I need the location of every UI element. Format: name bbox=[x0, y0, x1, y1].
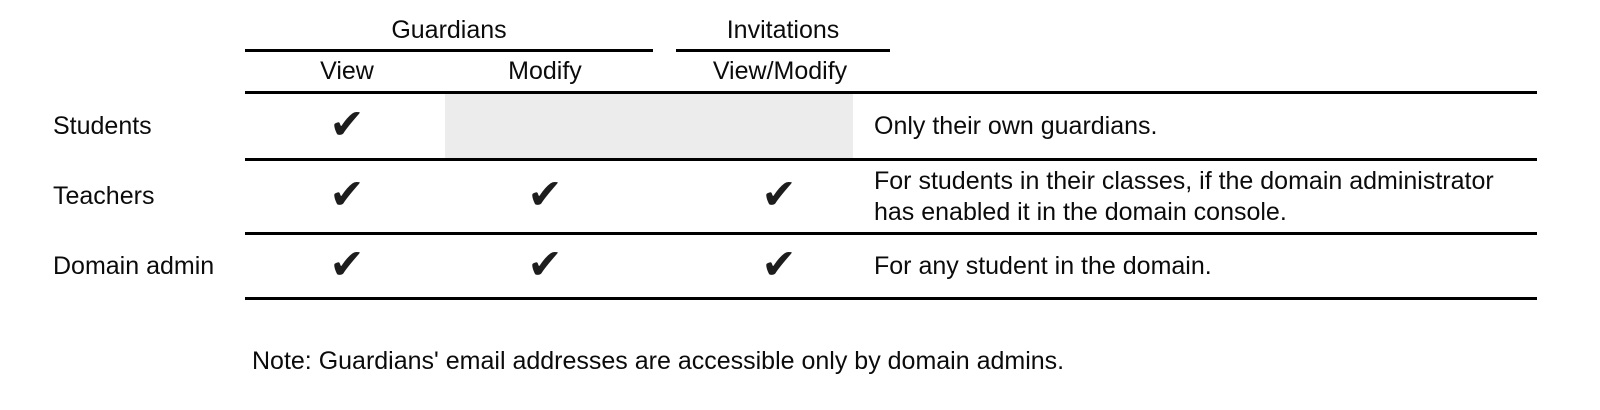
column-header-view-modify: View/Modify bbox=[712, 57, 848, 85]
row-note: For any student in the domain. bbox=[874, 251, 1212, 280]
check-icon: ✔ bbox=[527, 169, 563, 219]
row-divider bbox=[245, 158, 1537, 161]
row-divider bbox=[245, 232, 1537, 235]
check-icon: ✔ bbox=[761, 169, 797, 219]
column-header-view: View bbox=[320, 57, 374, 85]
row-note: Only their own guardians. bbox=[874, 111, 1158, 140]
check-icon: ✔ bbox=[527, 239, 563, 289]
table-bottom-divider bbox=[245, 297, 1537, 300]
check-icon: ✔ bbox=[329, 239, 365, 289]
check-icon: ✔ bbox=[761, 239, 797, 289]
check-icon: ✔ bbox=[329, 169, 365, 219]
column-header-modify: Modify bbox=[508, 57, 582, 85]
disabled-cell bbox=[445, 94, 853, 158]
check-icon: ✔ bbox=[329, 99, 365, 149]
row-label: Domain admin bbox=[53, 251, 215, 280]
footnote: Note: Guardians' email addresses are acc… bbox=[252, 347, 1065, 375]
invitations-underline bbox=[676, 49, 890, 52]
guardians-underline bbox=[245, 49, 653, 52]
header-divider bbox=[245, 91, 1537, 94]
group-header-guardians: Guardians bbox=[391, 16, 507, 44]
row-label: Students bbox=[53, 111, 152, 140]
group-header-invitations: Invitations bbox=[726, 16, 840, 44]
row-label: Teachers bbox=[53, 182, 155, 210]
row-note: For students in their classes, if the do… bbox=[874, 166, 1494, 226]
